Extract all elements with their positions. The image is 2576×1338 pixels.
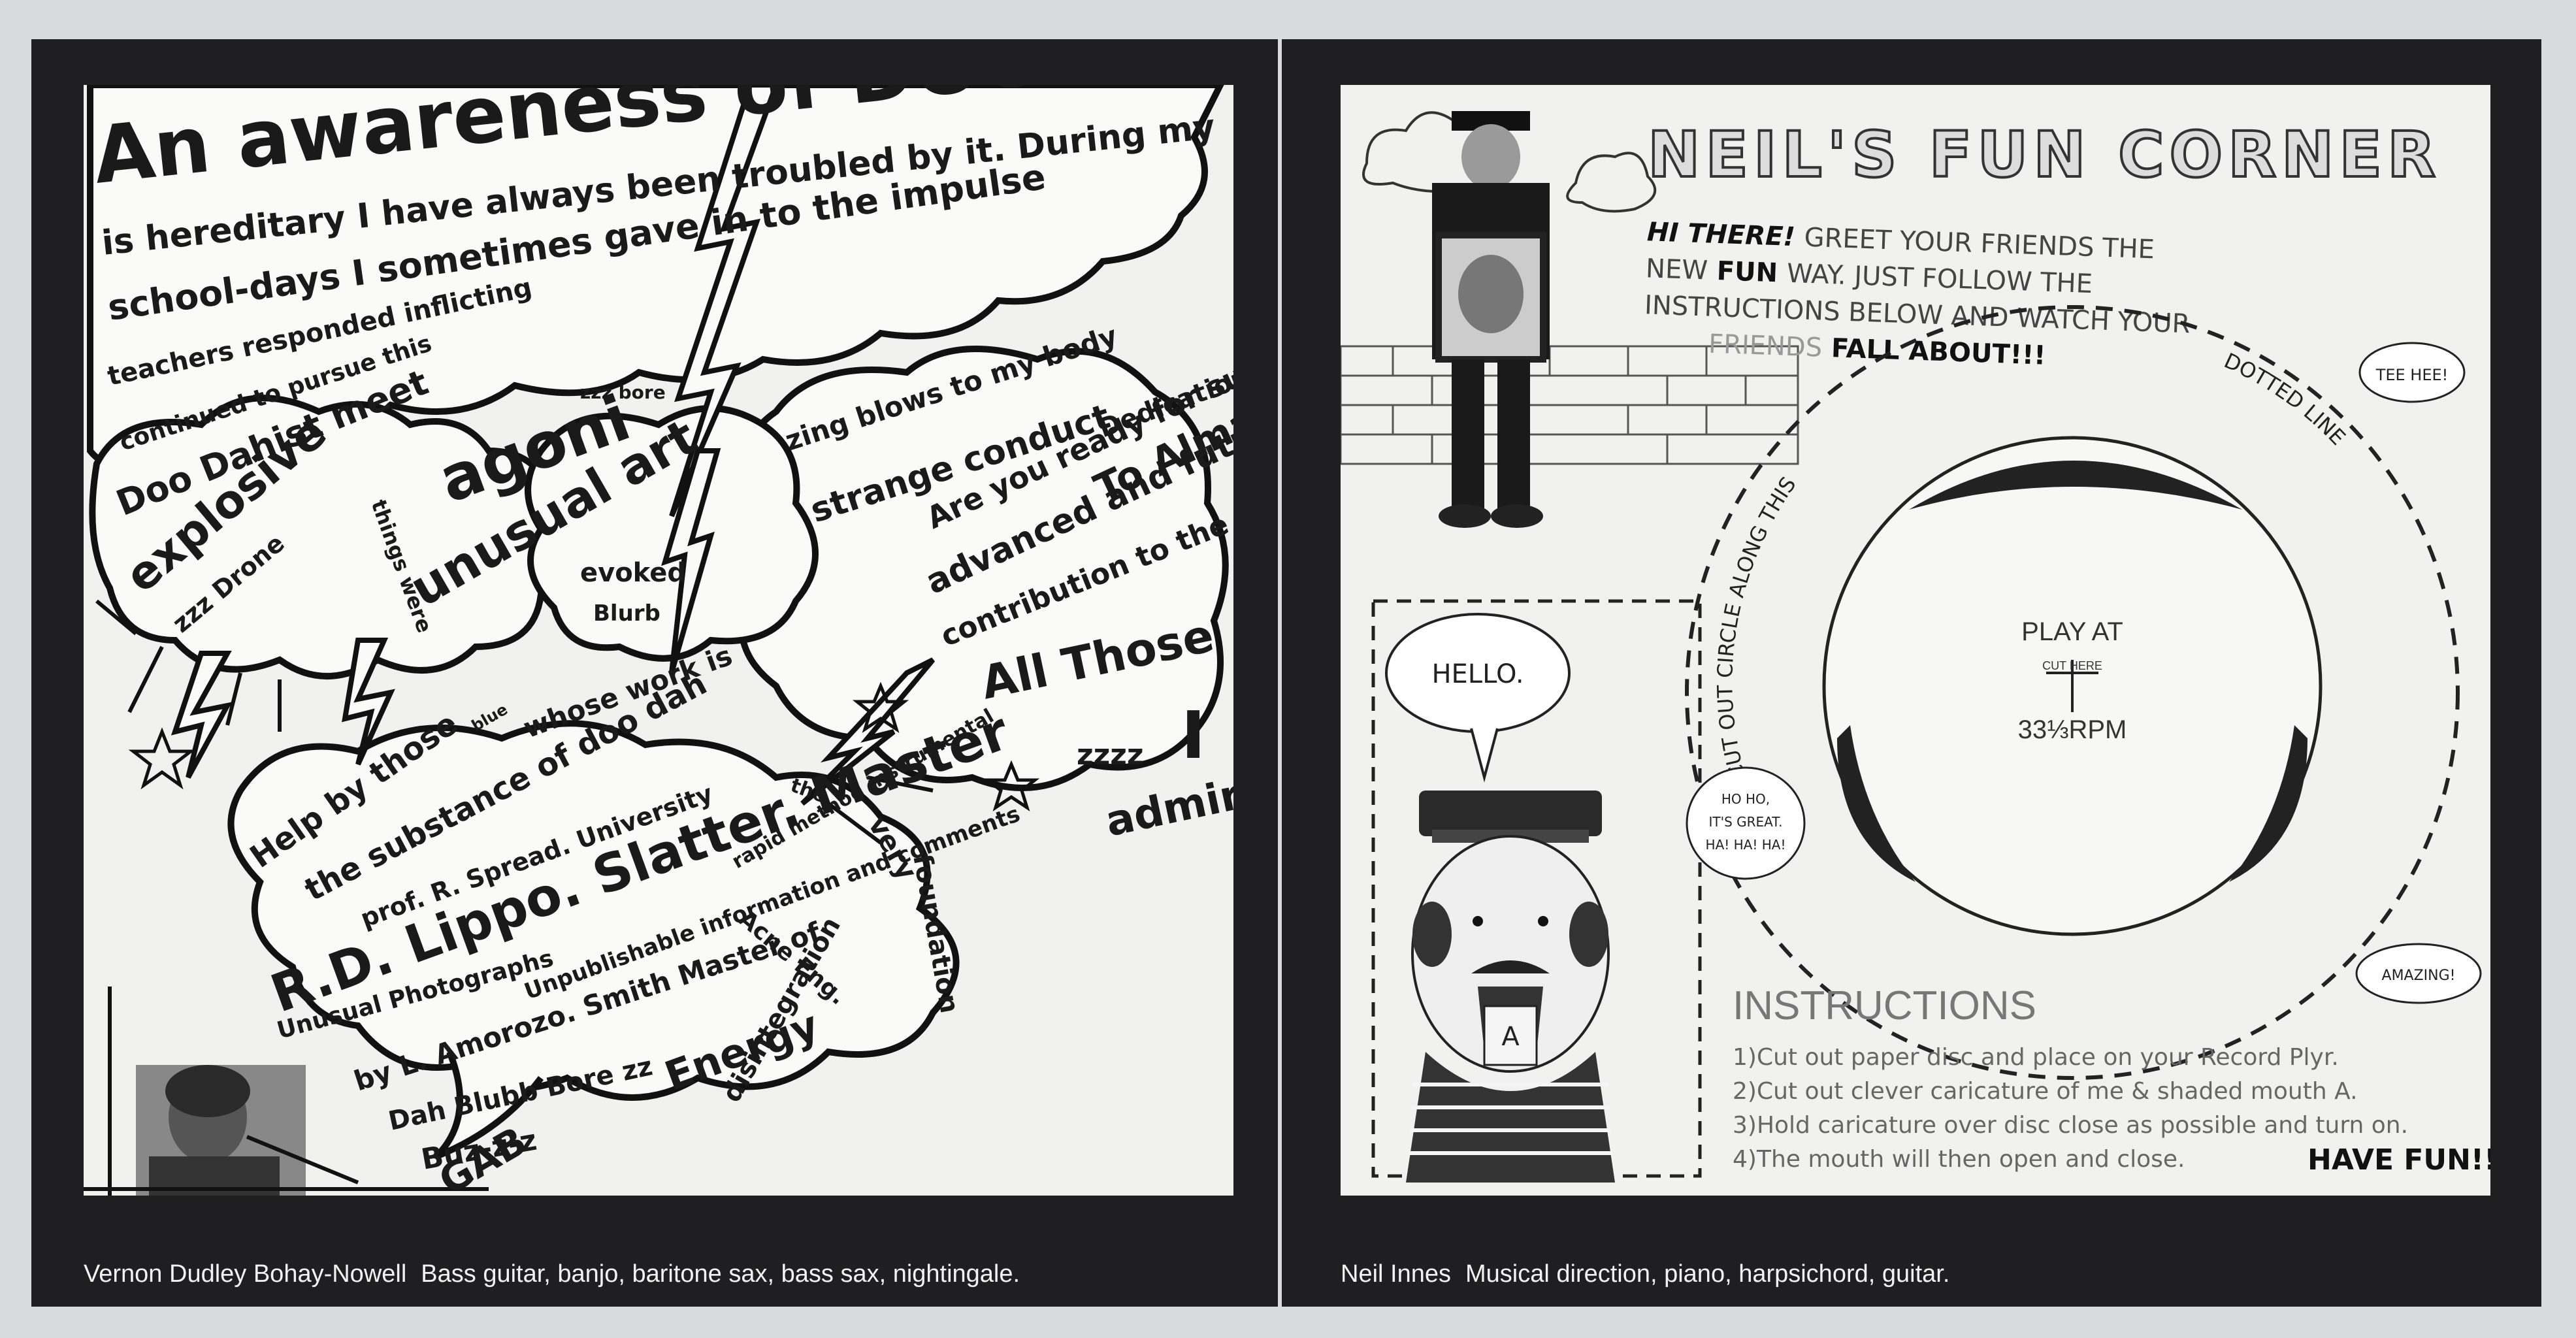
instruction-step-1: 1)Cut out paper disc and place on your R… (1733, 1044, 2339, 1071)
brick-wall (1341, 345, 1799, 465)
greeting-rest-1: GREET YOUR FRIENDS THE (1804, 223, 2155, 265)
fragment-blurb: Blurb (593, 600, 660, 627)
member-name: Neil Innes (1341, 1260, 1451, 1288)
hoho-line-2: IT'S GREAT. (1708, 814, 1782, 830)
amazing-bubble (2355, 943, 2482, 1004)
caricature-face (1406, 791, 1615, 1183)
doo-dah-collage: An awareness of DOO DAH is hereditary I … (84, 85, 1233, 1196)
hoho-line-3: HA! HA! HA! (1706, 837, 1786, 853)
hoho-bubble (1686, 766, 1806, 880)
lightning-bolt (669, 85, 779, 517)
fun-corner-artwork: NEIL'S FUN CORNER (1341, 111, 2490, 1183)
hello-bubble (1385, 613, 1571, 783)
greeting-bold: HI THERE! (1646, 217, 1795, 252)
play-at-label: PLAY AT (2021, 617, 2123, 646)
fun-corner: NEIL'S FUN CORNER (1341, 85, 2490, 1196)
fragment-admire: admire (1101, 765, 1233, 847)
instruction-step-3: 3)Hold caricature over disc close as pos… (1733, 1112, 2408, 1139)
fragment-evoked: evoked (580, 558, 686, 588)
left-page: An awareness of DOO DAH is hereditary I … (31, 39, 1278, 1307)
gab-bubble-tail (434, 1051, 544, 1160)
collage-artwork: An awareness of DOO DAH is hereditary I … (84, 85, 1233, 1196)
cut-here-label: CUT HERE (2042, 659, 2102, 672)
amazing-text: AMAZING! (2382, 968, 2456, 984)
radiating-lines (95, 599, 934, 845)
teehee-text: TEE HEE! (2375, 366, 2449, 384)
lightning-bolt (171, 651, 233, 779)
fragment-bore: zzz bore (580, 382, 666, 403)
hoho-line-1: HO HO, (1721, 791, 1770, 807)
circle-label-right: DOTTED LINE (2221, 348, 2351, 450)
lightning-bolt (342, 638, 395, 766)
fun-corner-title: NEIL'S FUN CORNER (1648, 118, 2441, 191)
star-doodles (128, 681, 1040, 811)
lightning-bolt (661, 448, 721, 674)
member-name: Vernon Dudley Bohay-Nowell (84, 1260, 407, 1288)
rpm-label: 33⅓RPM (2018, 715, 2127, 744)
lightning-bolt (800, 657, 936, 806)
record-disc (1822, 436, 2323, 936)
bottom-cloud (227, 720, 960, 1101)
member-role: Bass guitar, banjo, baritone sax, bass s… (421, 1260, 1020, 1288)
left-caption: Vernon Dudley Bohay-Nowell Bass guitar, b… (84, 1260, 1020, 1288)
mouth-a-box (1483, 1005, 1538, 1066)
instruction-step-2: 2)Cut out clever caricature of me & shad… (1733, 1078, 2358, 1105)
fragment-i: I (1181, 697, 1205, 774)
have-fun-label: HAVE FUN!! (2307, 1143, 2490, 1177)
instruction-step-4: 4)The mouth will then open and close. (1733, 1146, 2185, 1173)
cloud-doodle (1566, 152, 1657, 213)
member-role: Musical direction, piano, harpsichord, g… (1465, 1260, 1950, 1288)
mouth-a-label: A (1501, 1022, 1520, 1052)
teehee-bubble (2358, 342, 2466, 403)
right-caption: Neil Innes Musical direction, piano, harp… (1341, 1260, 1949, 1288)
right-page: NEIL'S FUN CORNER (1282, 39, 2541, 1307)
neil-photo-figure (1432, 111, 1550, 528)
instructions-heading: INSTRUCTIONS (1733, 983, 2036, 1028)
circle-label-left: CUT OUT CIRCLE ALONG THIS (1712, 472, 1801, 783)
fragment-zzzz: zzzz (1077, 738, 1143, 772)
cut-out-circle (1685, 305, 2460, 1080)
fragment-blue: blue (468, 700, 511, 736)
hello-text: HELLO. (1431, 659, 1524, 689)
